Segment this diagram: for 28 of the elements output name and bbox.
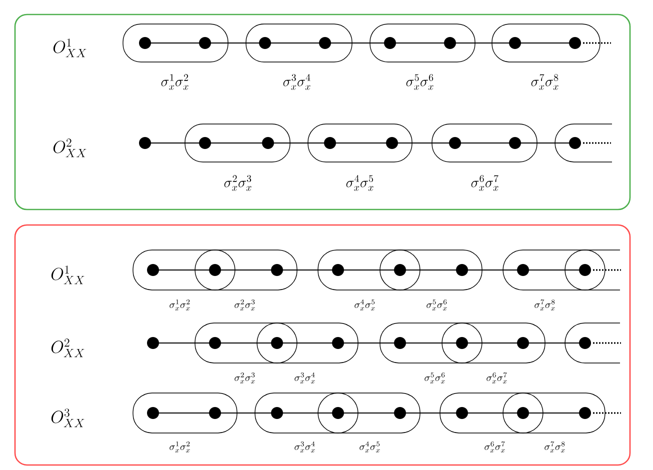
site-label: $\sigma_x^3\sigma_x^4$ (294, 441, 315, 452)
site-label: $\sigma_x^2\sigma_x^3$ (234, 372, 255, 384)
panel-box (14, 224, 631, 466)
site-label: $\sigma_x^1\sigma_x^2$ (170, 300, 190, 310)
site-label: $\sigma_x^6\sigma_x^7$ (471, 175, 498, 191)
site-label: $\sigma_x^1\sigma_x^2$ (170, 442, 190, 452)
site-label: $\sigma_x^2\sigma_x^3$ (234, 300, 255, 310)
operator-label: $O^{3}_{XX}$ (51, 408, 84, 428)
site-label: $\sigma_x^2\sigma_x^3$ (224, 175, 252, 191)
site-label: $\sigma_x^7\sigma_x^8$ (534, 299, 555, 310)
operator-label: $O^{2}_{XX}$ (53, 138, 86, 158)
site-label: $\sigma_x^6\sigma_x^7$ (486, 372, 507, 384)
site-label: $\sigma_x^4\sigma_x^5$ (360, 441, 380, 452)
panel-box (14, 14, 631, 210)
site-label: $\sigma_x^5\sigma_x^6$ (426, 300, 447, 310)
site-label: $\sigma_x^7\sigma_x^8$ (531, 74, 558, 90)
site-label: $\sigma_x^4\sigma_x^5$ (354, 299, 375, 310)
site-label: $\sigma_x^6\sigma_x^7$ (484, 441, 505, 452)
site-label: $\sigma_x^3\sigma_x^4$ (294, 372, 315, 384)
site-label: $\sigma_x^5\sigma_x^6$ (406, 74, 434, 90)
site-label: $\sigma_x^4\sigma_x^5$ (346, 175, 374, 191)
site-label: $\sigma_x^5\sigma_x^6$ (424, 372, 445, 384)
site-label: $\sigma_x^7\sigma_x^8$ (544, 441, 565, 452)
site-label: $\sigma_x^3\sigma_x^4$ (283, 74, 310, 90)
operator-label: $O^{2}_{XX}$ (51, 338, 84, 358)
site-label: $\sigma_x^1\sigma_x^2$ (161, 74, 188, 90)
operator-label: $O^{1}_{XX}$ (53, 38, 86, 58)
operator-label: $O^{1}_{XX}$ (51, 266, 84, 284)
